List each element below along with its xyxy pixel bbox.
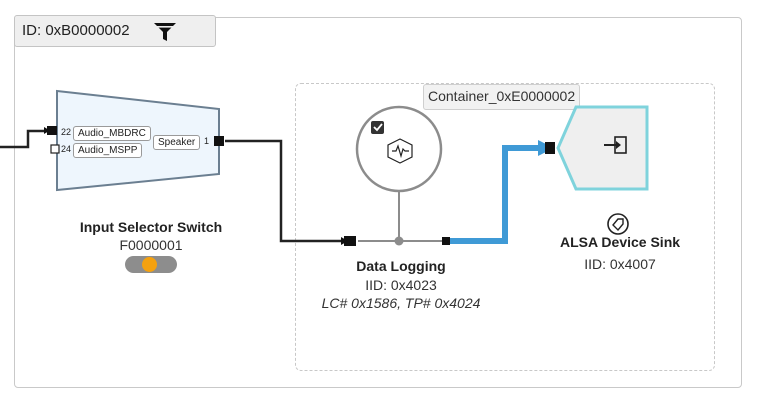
sink-input-port [545,142,555,154]
subgraph-id-tab: ID: 0xB0000002 [14,15,216,47]
input-pin-22: 22 [61,127,72,137]
logging-input-port [344,236,356,246]
link-logging-to-sink [450,145,545,244]
logging-output-port [442,237,450,245]
output-chip-speaker[interactable]: Speaker [153,135,201,150]
alsa-sink-iid: IID: 0x4007 [584,256,656,272]
waveform-cube-icon [387,138,413,164]
output-port-1 [214,136,224,146]
input-pin-24: 24 [61,144,72,154]
input-chip-audio-mbdrc[interactable]: Audio_MBDRC [73,126,151,141]
logging-checkbox[interactable] [371,121,384,134]
link-incoming [0,129,46,149]
graph-canvas [14,17,742,388]
logging-input-arrow [341,237,348,245]
alsa-sink-node[interactable] [556,105,649,191]
link-selector-to-logging [225,139,344,243]
data-logging-iid: IID: 0x4023 [365,277,437,293]
container-label: Container_0xE0000002 [423,84,581,110]
input-port-22 [47,126,57,135]
input-selector-id: F0000001 [119,237,183,253]
container-region[interactable] [295,83,715,371]
filter-icon[interactable] [153,21,177,43]
data-logging-title: Data Logging [356,258,446,274]
toggle-knob [142,257,157,272]
input-chip-audio-mspp[interactable]: Audio_MSPP [73,143,143,158]
input-selector-title: Input Selector Switch [79,219,223,235]
input-port-24 [50,144,60,154]
logging-junction [394,236,404,246]
output-pin-1: 1 [204,136,210,146]
alsa-sink-title: ALSA Device Sink [559,234,681,250]
input-selector-toggle[interactable] [125,256,177,273]
input-arrow-icon [44,127,50,134]
tag-icon [607,213,629,235]
subgraph-id-label: ID: 0xB0000002 [22,22,130,39]
data-logging-lc-tp: LC# 0x1586, TP# 0x4024 [321,295,481,311]
sink-input-icon [604,136,627,154]
